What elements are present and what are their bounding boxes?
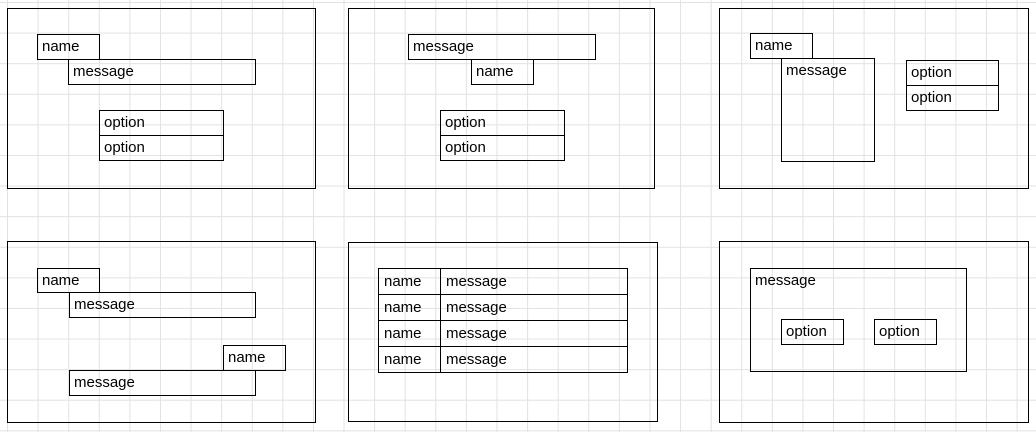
table-cell-name[interactable]: name	[378, 268, 441, 295]
name-box[interactable]: name	[750, 33, 813, 59]
cell-label: message	[446, 299, 507, 316]
box-label: name	[228, 349, 266, 366]
box-label: option	[445, 139, 486, 156]
box-label: name	[476, 63, 514, 80]
box-label: message	[73, 63, 134, 80]
cell-label: message	[446, 273, 507, 290]
box-label: name	[42, 272, 80, 289]
option-box[interactable]: option	[440, 135, 565, 161]
box-label: option	[104, 114, 145, 131]
name-box[interactable]: name	[223, 345, 286, 371]
cell-label: message	[446, 351, 507, 368]
message-box[interactable]: message option option	[750, 268, 967, 372]
option-box[interactable]: option	[781, 319, 844, 345]
message-box[interactable]: message	[408, 34, 596, 60]
name-box[interactable]: name	[37, 34, 100, 60]
table-row[interactable]: name message	[378, 268, 628, 295]
wireframe-panel-bottom-center[interactable]: name message name message name message n…	[348, 242, 658, 422]
message-box[interactable]: message	[68, 59, 256, 85]
message-box[interactable]: message	[781, 58, 875, 162]
wireframe-panel-bottom-right[interactable]: message option option	[719, 241, 1029, 423]
box-label: option	[786, 323, 827, 340]
option-box[interactable]: option	[906, 85, 999, 111]
option-box[interactable]: option	[906, 60, 999, 86]
message-box[interactable]: message	[69, 292, 256, 318]
box-label: message	[755, 272, 816, 289]
table-row[interactable]: name message	[378, 346, 628, 373]
cell-label: name	[384, 273, 422, 290]
wireframe-panel-top-center[interactable]: message name option option	[348, 8, 655, 189]
wireframe-panel-bottom-left[interactable]: name message name message	[7, 241, 316, 423]
box-label: option	[879, 323, 920, 340]
option-box[interactable]: option	[99, 135, 224, 161]
box-label: message	[74, 296, 135, 313]
wireframe-panel-top-left[interactable]: name message option option	[7, 8, 316, 189]
box-label: message	[413, 38, 474, 55]
table-row[interactable]: name message	[378, 294, 628, 321]
box-label: message	[786, 62, 847, 79]
name-message-table[interactable]: name message name message name message n…	[378, 268, 628, 373]
box-label: message	[74, 374, 135, 391]
name-box[interactable]: name	[37, 268, 100, 293]
box-label: option	[104, 139, 145, 156]
table-row[interactable]: name message	[378, 320, 628, 347]
table-cell-name[interactable]: name	[378, 294, 441, 321]
box-label: option	[445, 114, 486, 131]
table-cell-message[interactable]: message	[440, 294, 628, 321]
wireframe-panel-top-right[interactable]: name message option option	[719, 8, 1029, 189]
box-label: name	[42, 38, 80, 55]
cell-label: name	[384, 351, 422, 368]
box-label: option	[911, 89, 952, 106]
box-label: option	[911, 64, 952, 81]
message-box[interactable]: message	[69, 370, 256, 396]
cell-label: message	[446, 325, 507, 342]
cell-label: name	[384, 325, 422, 342]
cell-label: name	[384, 299, 422, 316]
table-cell-name[interactable]: name	[378, 346, 441, 373]
table-cell-name[interactable]: name	[378, 320, 441, 347]
option-box[interactable]: option	[99, 110, 224, 136]
table-cell-message[interactable]: message	[440, 346, 628, 373]
table-cell-message[interactable]: message	[440, 268, 628, 295]
option-box[interactable]: option	[874, 319, 937, 345]
box-label: name	[755, 37, 793, 54]
name-box[interactable]: name	[471, 59, 534, 85]
option-box[interactable]: option	[440, 110, 565, 136]
table-cell-message[interactable]: message	[440, 320, 628, 347]
